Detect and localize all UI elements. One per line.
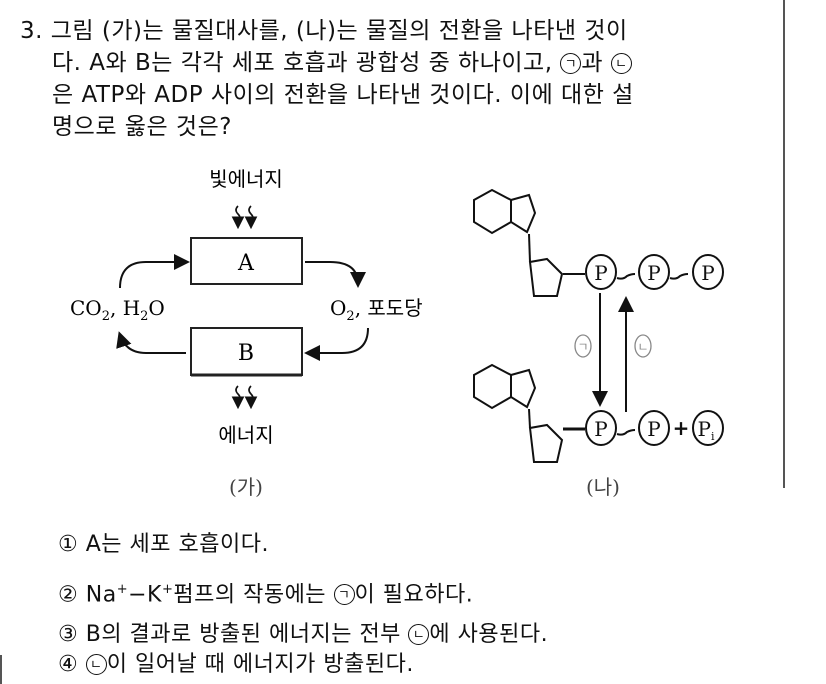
circled-marker-b: ㄴ (610, 53, 632, 74)
inorganic-phosphate: Pi (698, 417, 715, 443)
circled-marker-a: ㄱ (560, 53, 582, 74)
wavy-arrow-icon (231, 205, 245, 230)
circled-marker-b: ㄴ (85, 654, 107, 675)
atp-molecule (473, 188, 724, 297)
wavy-arrow-icon (231, 385, 245, 410)
wavy-arrow-icon (244, 385, 258, 410)
question-line-3: 은 ATP와 ADP 사이의 전환을 나타낸 것이다. 이에 대한 설 (52, 82, 634, 108)
box-a (190, 237, 303, 285)
label-a-arrow: ㄱ (577, 340, 588, 354)
products-label: O2, 포도당 (330, 296, 423, 324)
svg-text:A: A (237, 251, 255, 276)
energy-label: 에너지 (218, 423, 273, 447)
question-line-1: 3. 그림 (가)는 물질대사를, (나)는 물질의 전환을 나타낸 것이 (20, 18, 628, 44)
question-line-4: 명으로 옳은 것은? (52, 114, 232, 140)
svg-text:P: P (594, 261, 607, 285)
figure-na-caption: (나) (586, 475, 620, 499)
page-border-right (783, 0, 785, 488)
svg-text:P: P (701, 261, 714, 285)
wavy-arrow-icon (244, 205, 258, 230)
figure-ga-caption: (가) (229, 475, 263, 499)
label-b-arrow: ㄴ (637, 340, 648, 354)
page-border-left (0, 655, 2, 684)
figure-na: P P P ㄱ ㄴ P P + (473, 188, 724, 499)
reactants-label: CO2, H2O (70, 296, 165, 324)
arrow-from-b (116, 331, 186, 354)
arrow-to-b (304, 327, 369, 361)
circled-marker-a: ㄱ (333, 584, 355, 606)
light-energy-label: 빛에너지 (209, 167, 283, 191)
figure-ga: 빛에너지 A B CO2, H2O O2, 포도당 에너지 (가) (70, 167, 423, 499)
svg-text:P: P (647, 417, 660, 441)
option-1[interactable]: ① A는 세포 호흡이다. (58, 532, 269, 557)
adp-molecule (473, 363, 724, 463)
arrow-from-a (305, 261, 366, 288)
arrow-to-a (119, 254, 190, 289)
svg-text:P: P (594, 417, 607, 441)
plus-sign: + (673, 416, 690, 440)
box-b (190, 327, 303, 376)
circled-marker-b: ㄴ (408, 624, 430, 645)
svg-text:P: P (647, 261, 660, 285)
question-number: 3. (20, 18, 43, 44)
svg-text:B: B (238, 341, 254, 366)
